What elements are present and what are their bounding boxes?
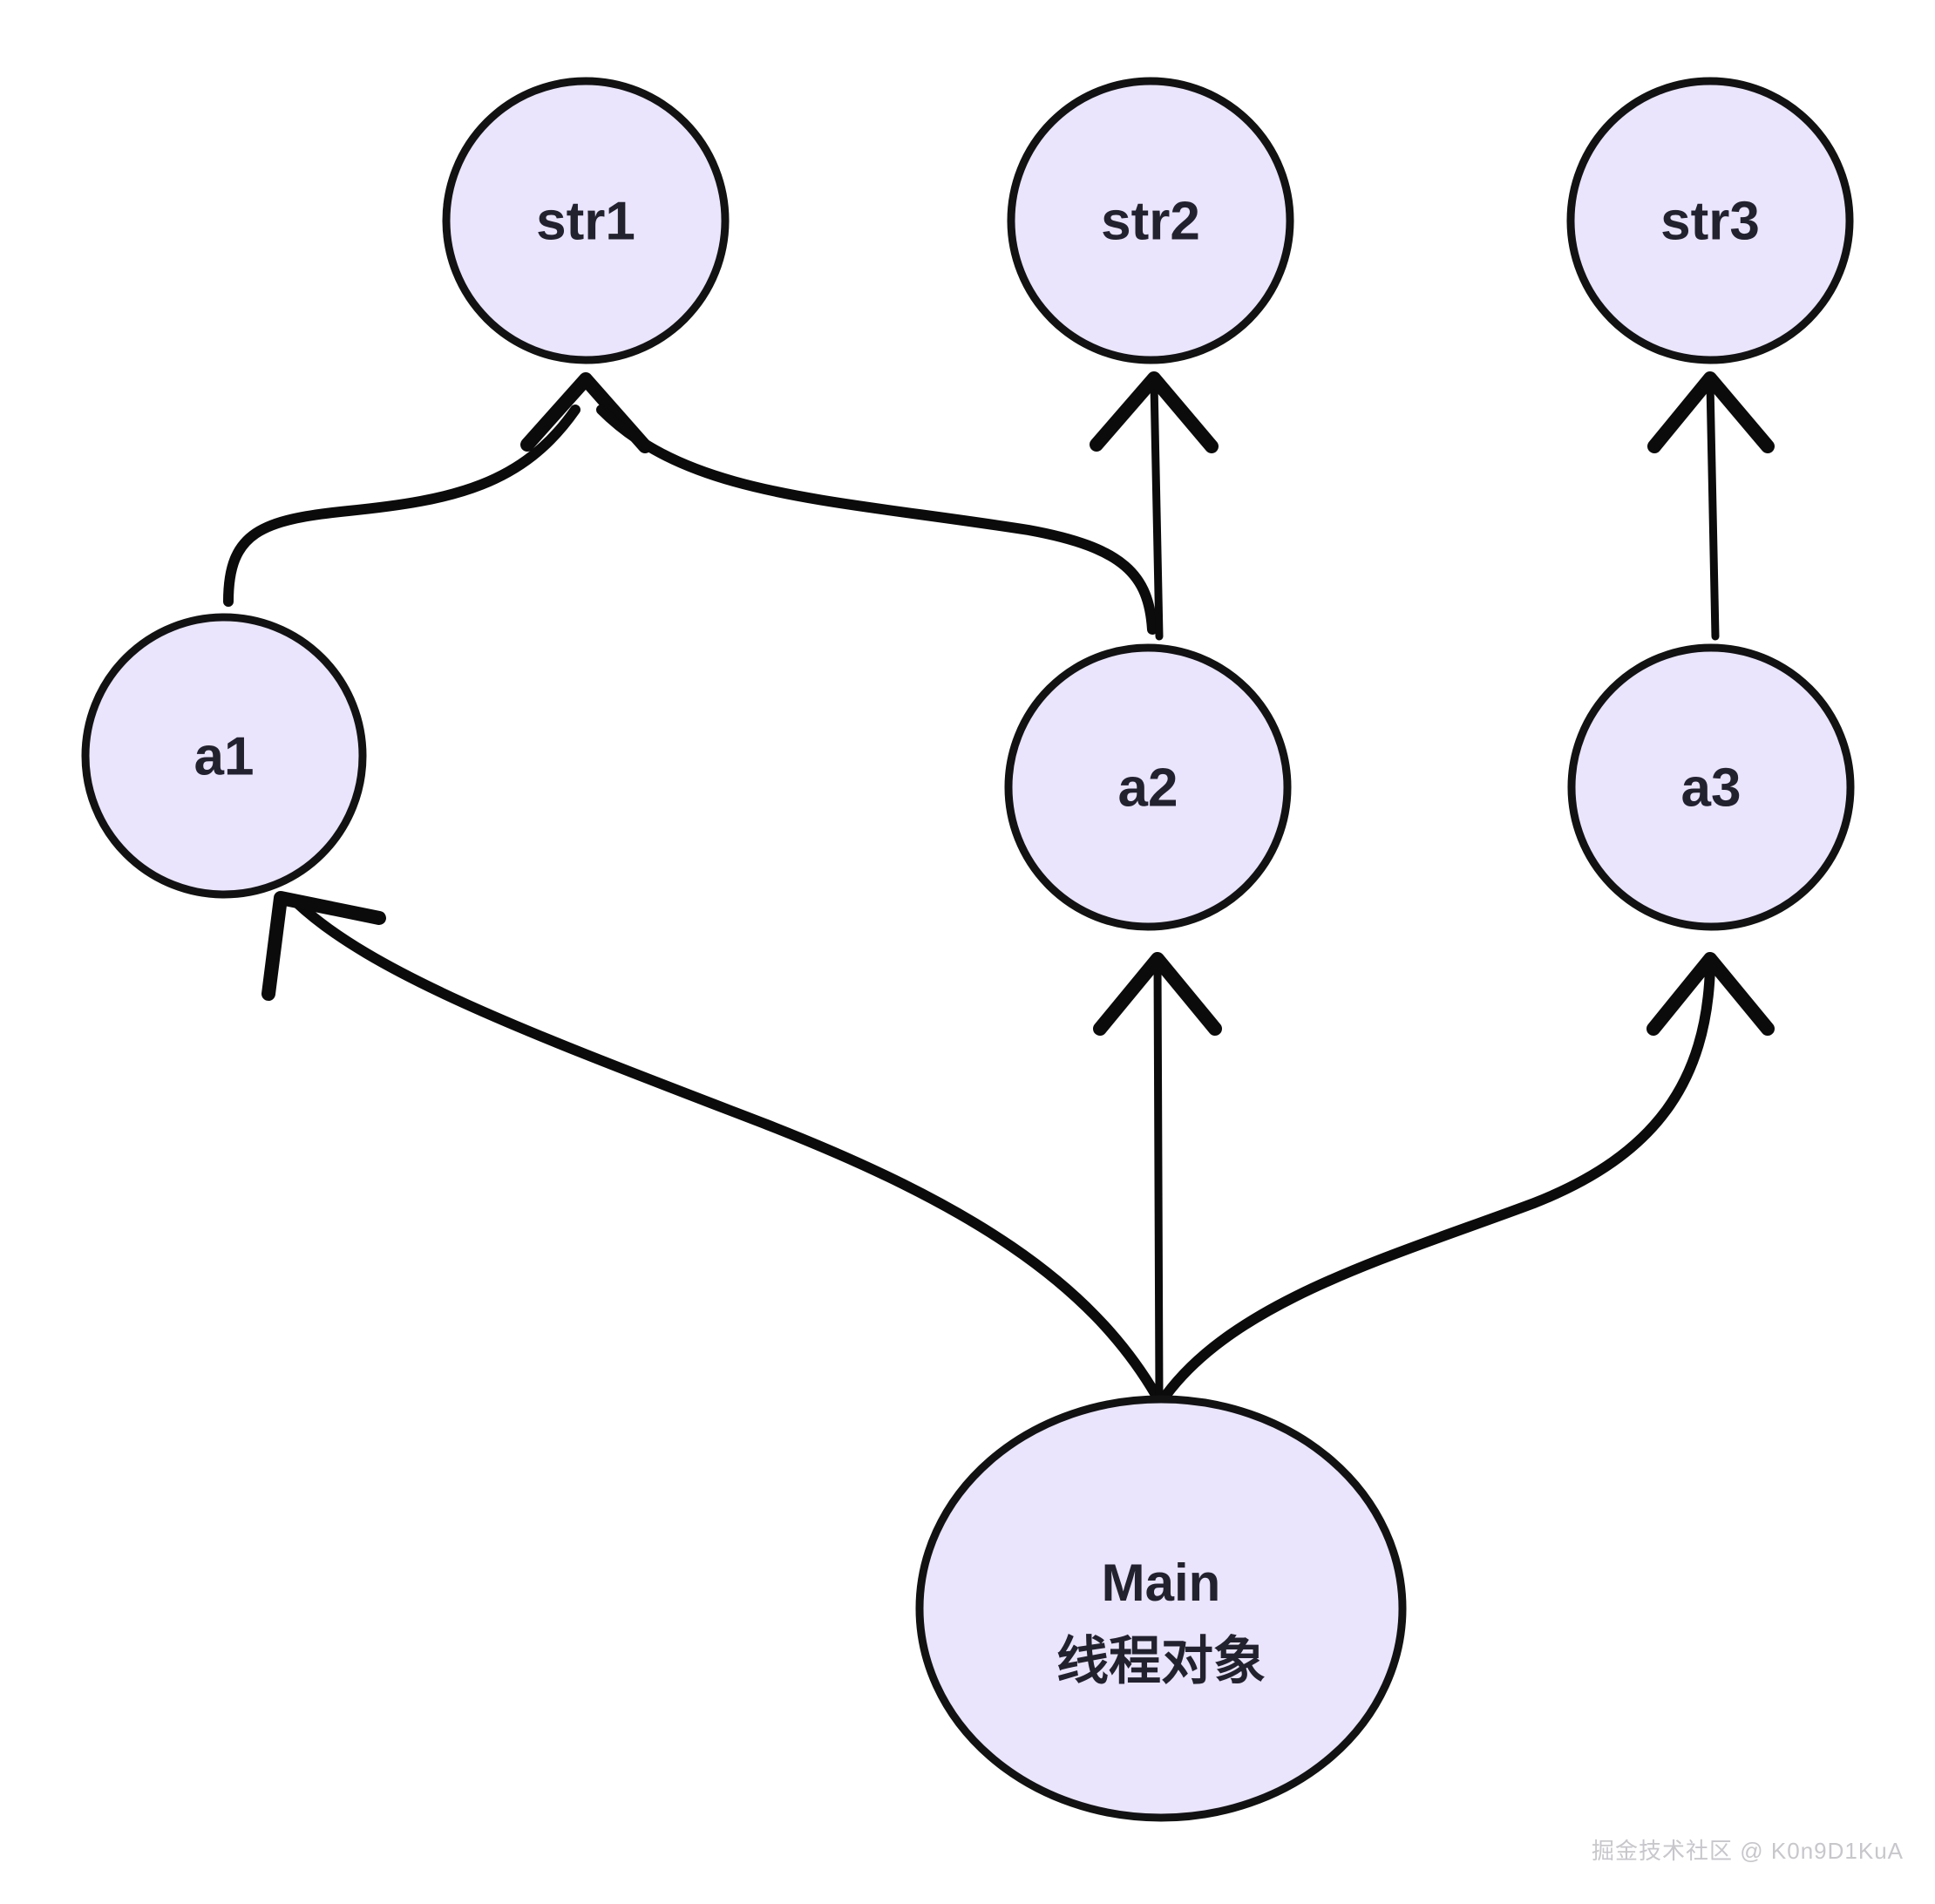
node-main[interactable]: Main 线程对象 [915, 1395, 1407, 1822]
node-str3-label: str3 [1660, 191, 1760, 251]
edge-a1-to-str1-line [223, 405, 580, 607]
edge-a1-to-str1[interactable] [223, 372, 652, 607]
edge-a3-to-str3[interactable] [1647, 371, 1775, 641]
edge-main-to-a1-line [291, 897, 1161, 1400]
edge-main-to-a1[interactable] [261, 891, 1161, 1400]
edge-main-to-a1-arrowhead [261, 891, 386, 1001]
edge-layer [223, 371, 1775, 1400]
node-a3-label: a3 [1681, 758, 1742, 818]
edge-a3-to-str3-line [1706, 379, 1720, 641]
edge-a2-to-str2-line [1150, 379, 1164, 641]
node-main-label-line2: 线程对象 [1056, 1632, 1266, 1690]
node-str3-circle [1566, 77, 1854, 364]
node-layer: str1 str2 str3 a1 a2 [81, 77, 1855, 1822]
edge-main-to-a2[interactable] [1093, 952, 1222, 1399]
node-a2[interactable]: a2 [1004, 643, 1292, 931]
edge-main-to-a3-line [1161, 962, 1715, 1400]
node-str2[interactable]: str2 [1007, 77, 1294, 364]
node-main-label-line1: Main [1102, 1554, 1221, 1612]
node-a3-circle [1567, 643, 1855, 931]
node-str2-circle [1007, 77, 1294, 364]
node-str1-label: str1 [536, 191, 635, 251]
edge-main-to-a2-line [1153, 959, 1164, 1399]
edge-a2-to-str1[interactable] [596, 405, 1158, 635]
node-a1-label: a1 [194, 726, 255, 786]
node-str1[interactable]: str1 [442, 77, 730, 364]
edge-main-to-a3[interactable] [1161, 952, 1775, 1400]
node-a1-circle [81, 613, 367, 899]
node-a2-circle [1004, 643, 1292, 931]
node-a3[interactable]: a3 [1567, 643, 1855, 931]
node-str2-label: str2 [1101, 191, 1200, 251]
edge-main-to-a2-arrowhead [1093, 952, 1222, 1036]
node-str3[interactable]: str3 [1566, 77, 1854, 364]
node-a2-label: a2 [1118, 758, 1178, 818]
edge-a2-to-str2-arrowhead [1090, 371, 1219, 453]
node-a1[interactable]: a1 [81, 613, 367, 899]
edge-a3-to-str3-arrowhead [1647, 371, 1775, 453]
edge-a2-to-str1-line [596, 405, 1158, 635]
node-str1-circle [442, 77, 730, 364]
edge-main-to-a3-arrowhead [1646, 952, 1775, 1036]
watermark-text: 掘金技术社区 @ K0n9D1KuA [1592, 1838, 1904, 1864]
node-main-ellipse [915, 1395, 1407, 1822]
edge-a2-to-str2[interactable] [1090, 371, 1219, 641]
